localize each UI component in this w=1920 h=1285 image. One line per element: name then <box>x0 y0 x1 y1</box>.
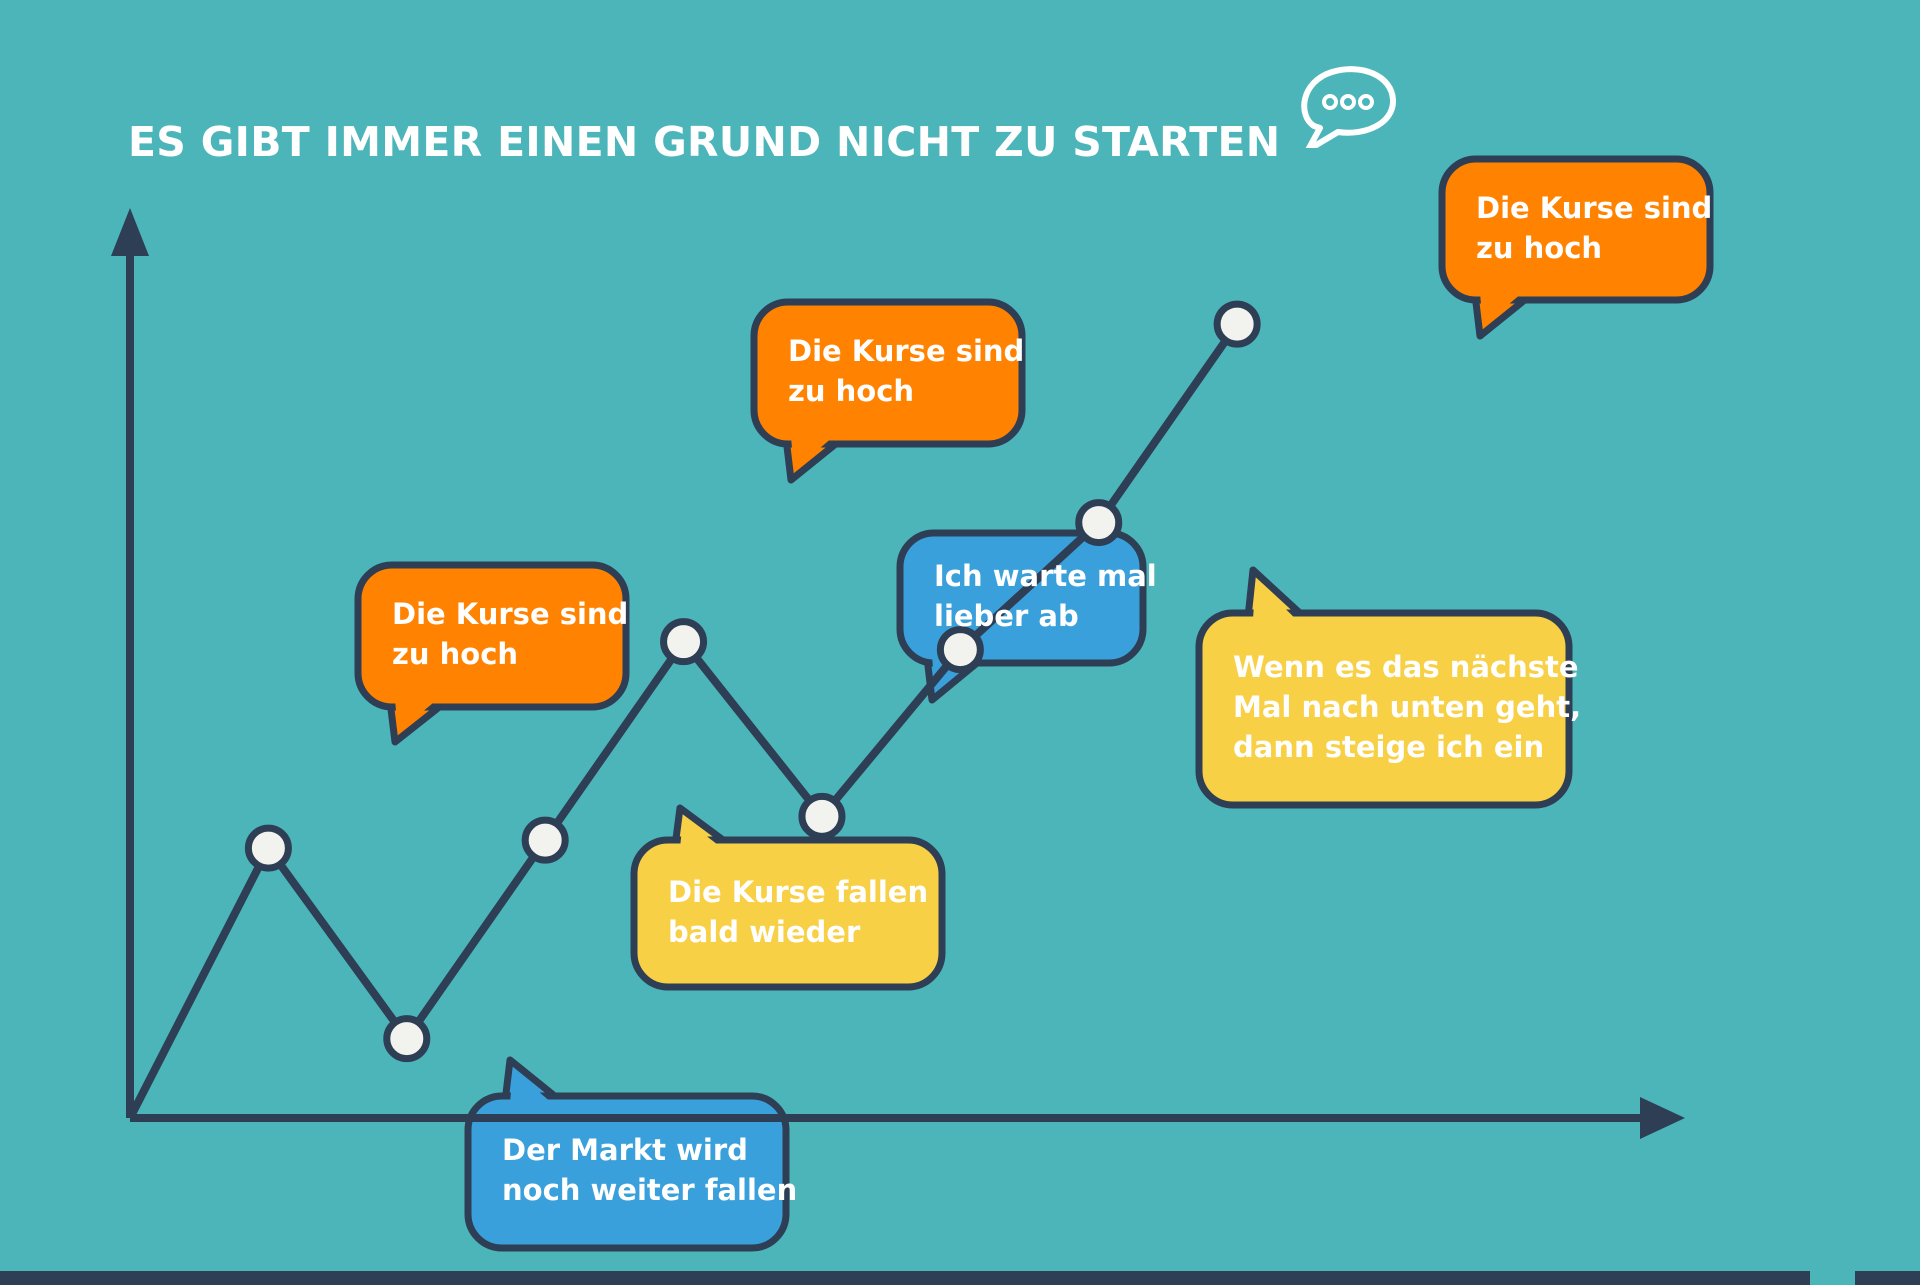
data-point <box>244 824 292 872</box>
bottom-bar <box>0 1271 1810 1285</box>
speech-bubble <box>1195 566 1573 809</box>
annotation-label: Die Kurse fallen bald wieder <box>668 874 929 949</box>
speech-bubble <box>750 298 1026 484</box>
y-axis-arrow <box>111 208 149 256</box>
data-point <box>1075 499 1123 547</box>
annotation-label: Wenn es das nächste Mal nach unten geht,… <box>1233 650 1582 764</box>
annotation-label: Die Kurse sind zu hoch <box>1476 190 1713 265</box>
speech-bubble <box>1438 155 1714 340</box>
annotation-label: Die Kurse sind zu hoch <box>788 334 1025 408</box>
speech-bubble <box>630 804 946 991</box>
annotation-label: Der Markt wird noch weiter fallen <box>502 1133 798 1207</box>
bottom-bar-end <box>1855 1271 1920 1285</box>
speech-bubble-ellipsis-icon <box>1301 66 1397 148</box>
data-point <box>521 816 569 864</box>
x-axis-arrow <box>1640 1097 1685 1139</box>
data-point <box>798 792 846 840</box>
data-point <box>660 618 708 666</box>
annotation-label: Ich warte mal lieber ab <box>934 559 1157 633</box>
series-line <box>126 321 1241 1120</box>
chart-title: ES GIBT IMMER EINEN GRUND NICHT ZU START… <box>128 118 1281 166</box>
data-point <box>1213 300 1261 348</box>
annotation-label: Die Kurse sind zu hoch <box>392 597 629 671</box>
speech-bubble <box>354 561 630 746</box>
data-point <box>383 1015 431 1063</box>
speech-bubble <box>464 1056 790 1252</box>
data-point <box>936 626 984 674</box>
